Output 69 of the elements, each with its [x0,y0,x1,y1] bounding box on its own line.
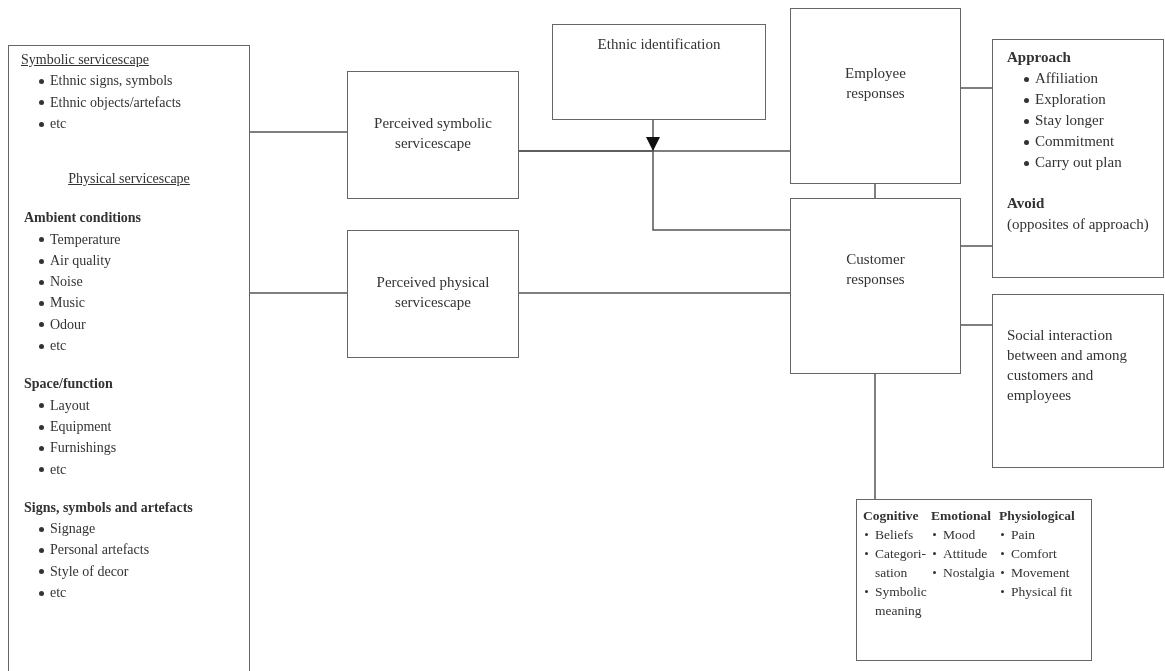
column-heading: Physiological [999,507,1076,525]
connector-line [518,292,791,294]
text-box [347,71,519,199]
connector-line [960,324,993,326]
list-item-text: Movement [1011,565,1070,580]
box-text: Social interaction between and among customers and employees [1007,326,1128,405]
list-item-text: Attitude [943,546,988,561]
list-item-text: Signage [50,521,96,537]
column-heading: Cognitive [863,507,920,525]
list-item-text: Temperature [50,231,121,247]
box-text: Employee responses [844,64,907,103]
text-box [8,45,250,151]
group-heading: Signs, symbols and artefacts [23,498,194,517]
list-item-text: Categori- sation [875,546,926,580]
connector-line [960,87,993,89]
section-heading: Physical servicescape [67,170,191,188]
list-item-text: Beliefs [875,527,914,542]
list-item-text: Commitment [1035,133,1115,149]
list-item-text: etc [50,115,67,131]
list-item-text: Ethnic signs, symbols [50,73,173,89]
section-heading: Symbolic servicescape [20,51,150,69]
list-item-text: Pain [1011,527,1035,542]
list-item-text: Odour [50,316,86,332]
list-item-text: Air quality [50,252,112,268]
list-item-text: etc [50,461,67,477]
list-item-text: Mood [943,527,976,542]
box-text: (opposites of approach) [1007,215,1150,234]
group-heading: Space/function [23,375,114,394]
list-item-text: Style of decor [50,563,129,579]
list-item-text: etc [50,585,67,601]
list-item-text: Music [50,295,85,311]
list-item-text: Ethnic objects/artefacts [50,94,181,110]
box-text: Perceived symbolic servicescape [373,114,493,153]
list-item-text: Carry out plan [1035,154,1122,170]
connector-line [874,373,876,500]
list-item-text: Furnishings [50,440,117,456]
list-item-text: Noise [50,274,83,290]
group-heading: Ambient conditions [23,209,143,228]
list-item-text: Comfort [1011,546,1057,561]
list-item-text: Symbolic meaning [875,584,927,618]
connector-line [518,150,791,231]
arrow [646,119,660,152]
text-box [790,198,961,374]
connector-line [960,245,993,247]
list-item-text: Equipment [50,418,112,434]
connector-line [249,131,348,133]
box-text: Ethnic identification [596,35,722,54]
connector-line [874,183,876,199]
connector-line [249,292,348,294]
box-text: Customer responses [845,250,906,289]
text-box [552,24,766,120]
text-box [790,8,961,184]
text-box [856,499,1092,661]
text-box [347,230,519,358]
list-item-text: Personal artefacts [50,542,150,558]
group-heading: Avoid [1007,194,1046,213]
list-item-text: Stay longer [1035,112,1104,128]
list-item-text: Affiliation [1035,70,1099,86]
text-box [992,39,1164,278]
text-box [992,294,1164,468]
list-item-text: Physical fit [1011,584,1073,599]
list-item-text: Nostalgia [943,565,995,580]
list-item-text: Exploration [1035,91,1106,107]
column-heading: Emotional [931,507,992,525]
list-item-text: Layout [50,397,90,413]
box-text: Perceived physical servicescape [375,273,491,312]
text-box [8,150,250,671]
group-heading: Approach [1007,48,1072,67]
list-item-text: etc [50,338,67,354]
